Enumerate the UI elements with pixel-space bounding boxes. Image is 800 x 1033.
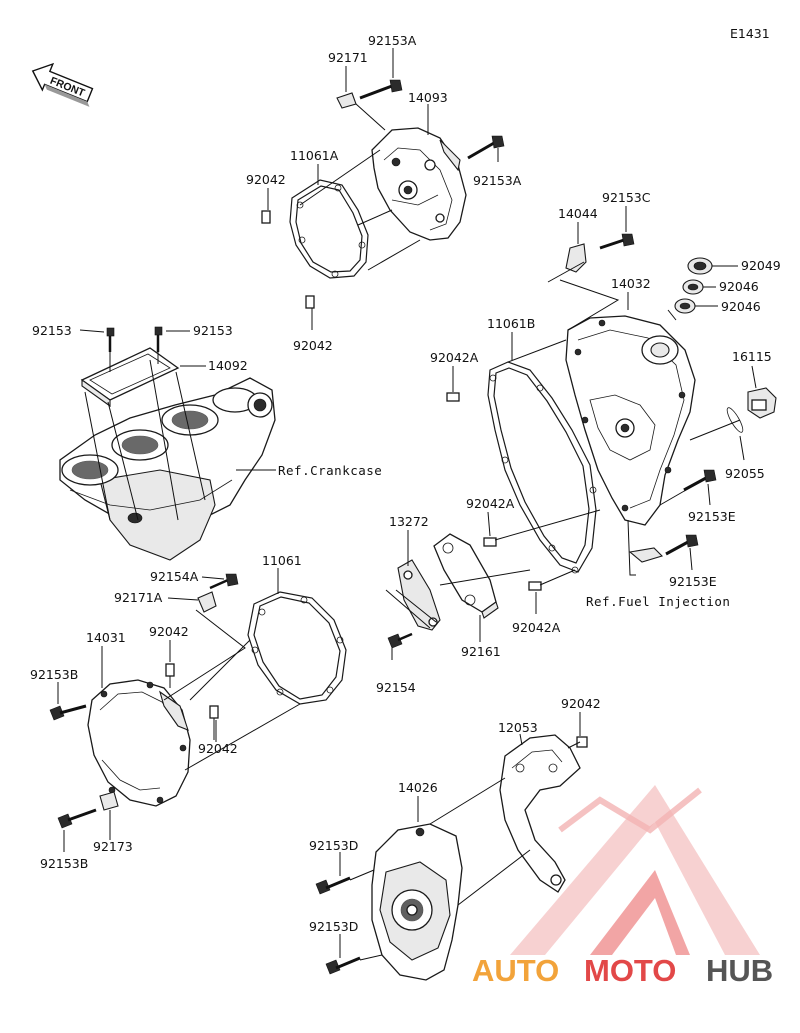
dowel-92042A-c — [528, 581, 542, 591]
label-92153D-a: 92153D — [309, 838, 358, 853]
clip-92171 — [336, 92, 357, 109]
label-92046-a: 92046 — [719, 279, 759, 294]
label-92161: 92161 — [461, 644, 501, 659]
label-92042A-c: 92042A — [512, 620, 561, 635]
crankcase-ref — [59, 377, 276, 561]
label-12053: 12053 — [498, 720, 538, 735]
label-92154A: 92154A — [150, 569, 199, 584]
bracket-fuel-injection — [628, 547, 664, 563]
bolt-92153A-top — [359, 79, 403, 100]
label-11061A: 11061A — [290, 148, 339, 163]
bolt-92153A-right — [467, 135, 505, 160]
dowel-92042A-a — [446, 392, 460, 402]
label-11061: 11061 — [262, 553, 302, 568]
dowel-92042-a — [261, 210, 271, 224]
seal-92046-b — [674, 298, 696, 314]
label-92153D-b: 92153D — [309, 919, 358, 934]
dowel-92042-d — [209, 705, 219, 719]
dowel-92042-b — [305, 295, 315, 309]
label-92042-e: 92042 — [561, 696, 601, 711]
gasket-11061B — [487, 361, 597, 574]
label-14026: 14026 — [398, 780, 438, 795]
bolt-92153C — [599, 233, 635, 250]
bolt-92153B-a — [49, 704, 87, 721]
bolt-92154A — [209, 573, 239, 590]
plate-14092 — [80, 347, 180, 408]
clip-92171A — [197, 591, 217, 613]
damper-92161 — [433, 533, 499, 619]
label-92153C: 92153C — [602, 190, 651, 205]
ref-crankcase: Ref.Crankcase — [278, 463, 382, 478]
oring-92055 — [726, 407, 744, 433]
watermark-text: AUTO MOTO HUB — [472, 953, 773, 988]
bolt-92153-right — [154, 326, 163, 352]
label-92055: 92055 — [725, 466, 765, 481]
label-92042A-a: 92042A — [430, 350, 479, 365]
label-92153A-top: 92153A — [368, 33, 417, 48]
label-92042-a: 92042 — [246, 172, 286, 187]
seal-92046-a — [682, 279, 704, 295]
label-14093: 14093 — [408, 90, 448, 105]
dowel-92042A-b — [483, 537, 497, 547]
bolt-92153E-a — [683, 469, 717, 492]
guide-12053 — [499, 734, 581, 893]
part-14026-cover — [371, 823, 463, 981]
label-92153E-a: 92153E — [688, 509, 736, 524]
label-92042-d: 92042 — [198, 741, 238, 756]
label-92046-b: 92046 — [721, 299, 761, 314]
ref-fuel-injection: Ref.Fuel Injection — [586, 594, 730, 609]
bolt-92153D-b — [325, 956, 361, 975]
label-92153-left: 92153 — [32, 323, 72, 338]
label-92171A: 92171A — [114, 590, 163, 605]
label-92153E-b: 92153E — [669, 574, 717, 589]
cap-16115 — [747, 387, 777, 419]
watermark-moto: MOTO — [584, 953, 676, 988]
plug-92049 — [687, 257, 713, 275]
dowel-92042-e — [576, 736, 588, 748]
label-92049: 92049 — [741, 258, 781, 273]
plate-13272 — [397, 559, 441, 631]
part-14093-cover — [371, 127, 467, 241]
label-92153A-right: 92153A — [473, 173, 522, 188]
label-92154: 92154 — [376, 680, 416, 695]
dowel-92042-c — [165, 663, 175, 677]
label-13272: 13272 — [389, 514, 429, 529]
label-16115: 16115 — [732, 349, 772, 364]
label-14031: 14031 — [86, 630, 126, 645]
watermark-auto: AUTO — [472, 953, 559, 988]
part-14031-cover — [87, 679, 191, 807]
part-14032-cover — [565, 315, 696, 526]
bolt-92153E-b — [665, 534, 699, 556]
gasket-11061A — [289, 179, 369, 279]
label-14044: 14044 — [558, 206, 598, 221]
label-92042-b: 92042 — [293, 338, 333, 353]
label-92042-c: 92042 — [149, 624, 189, 639]
label-92171: 92171 — [328, 50, 368, 65]
diagram-code: E1431 — [730, 26, 770, 41]
bolt-92153-left — [106, 327, 115, 352]
label-92153-right: 92153 — [193, 323, 233, 338]
bolt-92153D-a — [315, 876, 351, 895]
label-11061B: 11061B — [487, 316, 535, 331]
label-92153B-a: 92153B — [30, 667, 78, 682]
label-92153B-b: 92153B — [40, 856, 88, 871]
gasket-11061 — [247, 591, 347, 705]
bolt-92153B-b — [57, 808, 97, 829]
bracket-14044 — [565, 243, 587, 273]
label-14092: 14092 — [208, 358, 248, 373]
front-arrow-icon: FRONT — [31, 62, 94, 107]
label-14032: 14032 — [611, 276, 651, 291]
watermark-hub: HUB — [706, 953, 773, 988]
watermark-logo — [510, 785, 760, 955]
clip-92173 — [99, 791, 119, 811]
bolt-92154 — [387, 632, 413, 649]
label-92173: 92173 — [93, 839, 133, 854]
label-92042A-b: 92042A — [466, 496, 515, 511]
